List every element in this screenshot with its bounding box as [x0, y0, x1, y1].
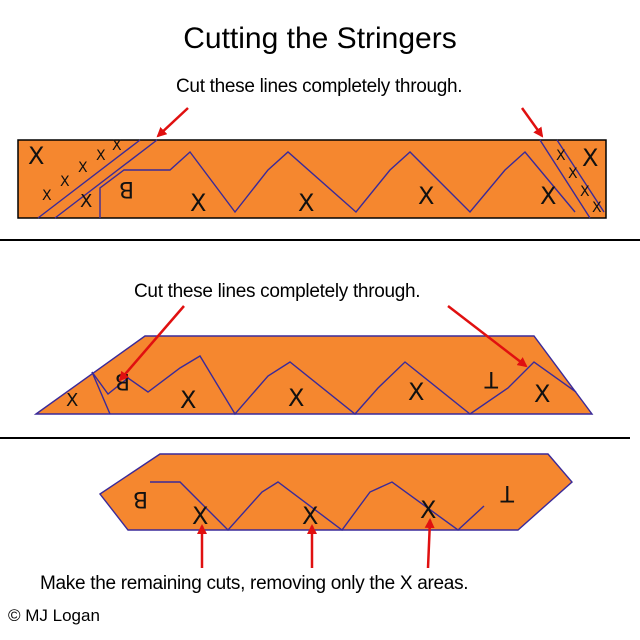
x-mark: X [540, 182, 556, 210]
diagram-title: Cutting the Stringers [183, 22, 457, 55]
x-mark: X [78, 160, 88, 176]
top-stair-layout [99, 150, 576, 218]
t-mark: T [484, 366, 499, 391]
divider-bottom [0, 437, 630, 439]
x-mark: X [418, 182, 434, 210]
x-mark: X [592, 200, 602, 216]
arrow-bottom-3 [424, 518, 435, 569]
x-mark: X [580, 184, 590, 200]
arrow-middle-right [447, 305, 528, 368]
caption-bottom: Make the remaining cuts, removing only t… [40, 573, 469, 594]
b-mark: B [119, 176, 134, 201]
x-mark: X [96, 148, 106, 164]
x-mark: X [28, 142, 44, 170]
caption-middle: Cut these lines completely through. [134, 281, 421, 302]
caption-top: Cut these lines completely through. [176, 76, 463, 97]
x-mark: X [556, 148, 566, 164]
top-left-cut-lines [37, 139, 605, 219]
x-mark: X [42, 188, 52, 204]
board-top: X X X X X X X X X X X X X X X X B [17, 107, 607, 219]
middle-cut-line [91, 371, 111, 415]
board-middle: X X X X X B T [33, 305, 594, 416]
arrow-top-right [520, 107, 544, 138]
arrow-top-left [156, 107, 189, 138]
middle-x-marks: X X X X X [66, 378, 550, 414]
x-mark: X [420, 496, 436, 524]
board-middle-body [33, 335, 594, 415]
bottom-x-marks: X X X [192, 496, 436, 530]
x-mark: X [288, 384, 304, 412]
arrow-middle-left [118, 305, 185, 382]
x-mark: X [534, 380, 550, 408]
x-mark: X [582, 144, 598, 172]
x-mark: X [66, 390, 78, 411]
x-mark: X [408, 378, 424, 406]
x-mark: X [298, 189, 314, 217]
t-mark: T [500, 480, 515, 505]
x-mark: X [190, 189, 206, 217]
b-mark: B [133, 486, 148, 511]
top-hatch-marks: X X X X X X X X X [42, 138, 602, 216]
bottom-stair-layout [150, 481, 485, 532]
x-mark: X [80, 191, 92, 212]
top-x-marks: X X X X X X X [28, 142, 598, 217]
x-mark: X [568, 166, 578, 182]
middle-stair-layout [91, 355, 577, 416]
x-mark: X [180, 386, 196, 414]
board-bottom: X X X B T [98, 453, 573, 569]
x-mark: X [192, 502, 208, 530]
x-mark: X [60, 174, 70, 190]
credit-text: © MJ Logan [8, 606, 100, 625]
board-top-body [17, 139, 607, 219]
x-mark: X [112, 138, 122, 154]
board-bottom-body [98, 453, 573, 531]
divider-top [0, 239, 640, 241]
x-mark: X [302, 502, 318, 530]
